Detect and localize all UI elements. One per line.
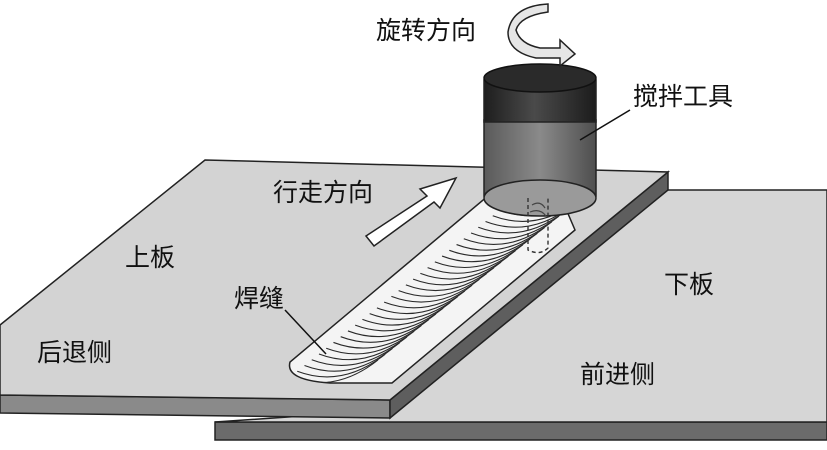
lower-plate-label: 下板 bbox=[664, 270, 715, 299]
weld-ripple bbox=[427, 250, 516, 274]
weld-ripple bbox=[326, 330, 415, 355]
weld-ripple bbox=[463, 221, 553, 245]
weld-ripple bbox=[369, 296, 458, 320]
rotation-arrow-body bbox=[507, 3, 577, 68]
weld-ripple bbox=[362, 301, 451, 326]
weld-ripple bbox=[311, 342, 401, 366]
weld-ripple bbox=[412, 261, 502, 286]
lower-plate-bottom-edge bbox=[214, 421, 827, 441]
travel-direction-arrow-shape bbox=[364, 176, 458, 248]
travel-direction-label: 行走方向 bbox=[273, 178, 374, 207]
weld-ripple bbox=[449, 232, 538, 257]
weld-ripple bbox=[391, 278, 480, 303]
upper-plate-label: 上板 bbox=[125, 243, 176, 272]
tool-pin-thread bbox=[529, 202, 547, 217]
weld-ripple bbox=[304, 348, 393, 372]
weld-seam-leader-line bbox=[284, 309, 327, 355]
weld-ripples bbox=[289, 192, 575, 383]
weld-ripple bbox=[354, 307, 444, 332]
weld-ripple bbox=[434, 244, 524, 268]
weld-ripple bbox=[376, 290, 466, 315]
weld-ripple bbox=[456, 227, 545, 251]
stir-tool bbox=[483, 63, 597, 254]
tool-top-face bbox=[483, 63, 597, 93]
retreating-side-label: 后退侧 bbox=[37, 338, 113, 367]
rotation-arrow bbox=[507, 3, 577, 68]
stir-tool-leader-line bbox=[579, 109, 631, 141]
weld-ripple bbox=[398, 273, 487, 297]
weld-ripple bbox=[420, 255, 509, 280]
rotation-direction-label: 旋转方向 bbox=[376, 16, 477, 45]
weld-ripple bbox=[333, 325, 422, 349]
weld-ripple bbox=[405, 267, 495, 292]
weld-ripple bbox=[470, 215, 560, 240]
weld-ripple bbox=[297, 353, 386, 378]
stir-tool-label: 搅拌工具 bbox=[633, 82, 734, 111]
weld-ripple bbox=[318, 336, 408, 361]
advancing-side-label: 前进侧 bbox=[580, 360, 656, 389]
tool-shoulder bbox=[483, 179, 597, 217]
weld-seam-label: 焊缝 bbox=[234, 284, 285, 313]
weld-ripple bbox=[441, 238, 531, 263]
weld-ripple bbox=[383, 284, 473, 309]
weld-ripple bbox=[340, 319, 430, 343]
travel-direction-arrow bbox=[364, 176, 458, 248]
weld-ripple bbox=[478, 209, 567, 234]
tool-pin bbox=[527, 198, 549, 254]
weld-ripple bbox=[347, 313, 437, 338]
